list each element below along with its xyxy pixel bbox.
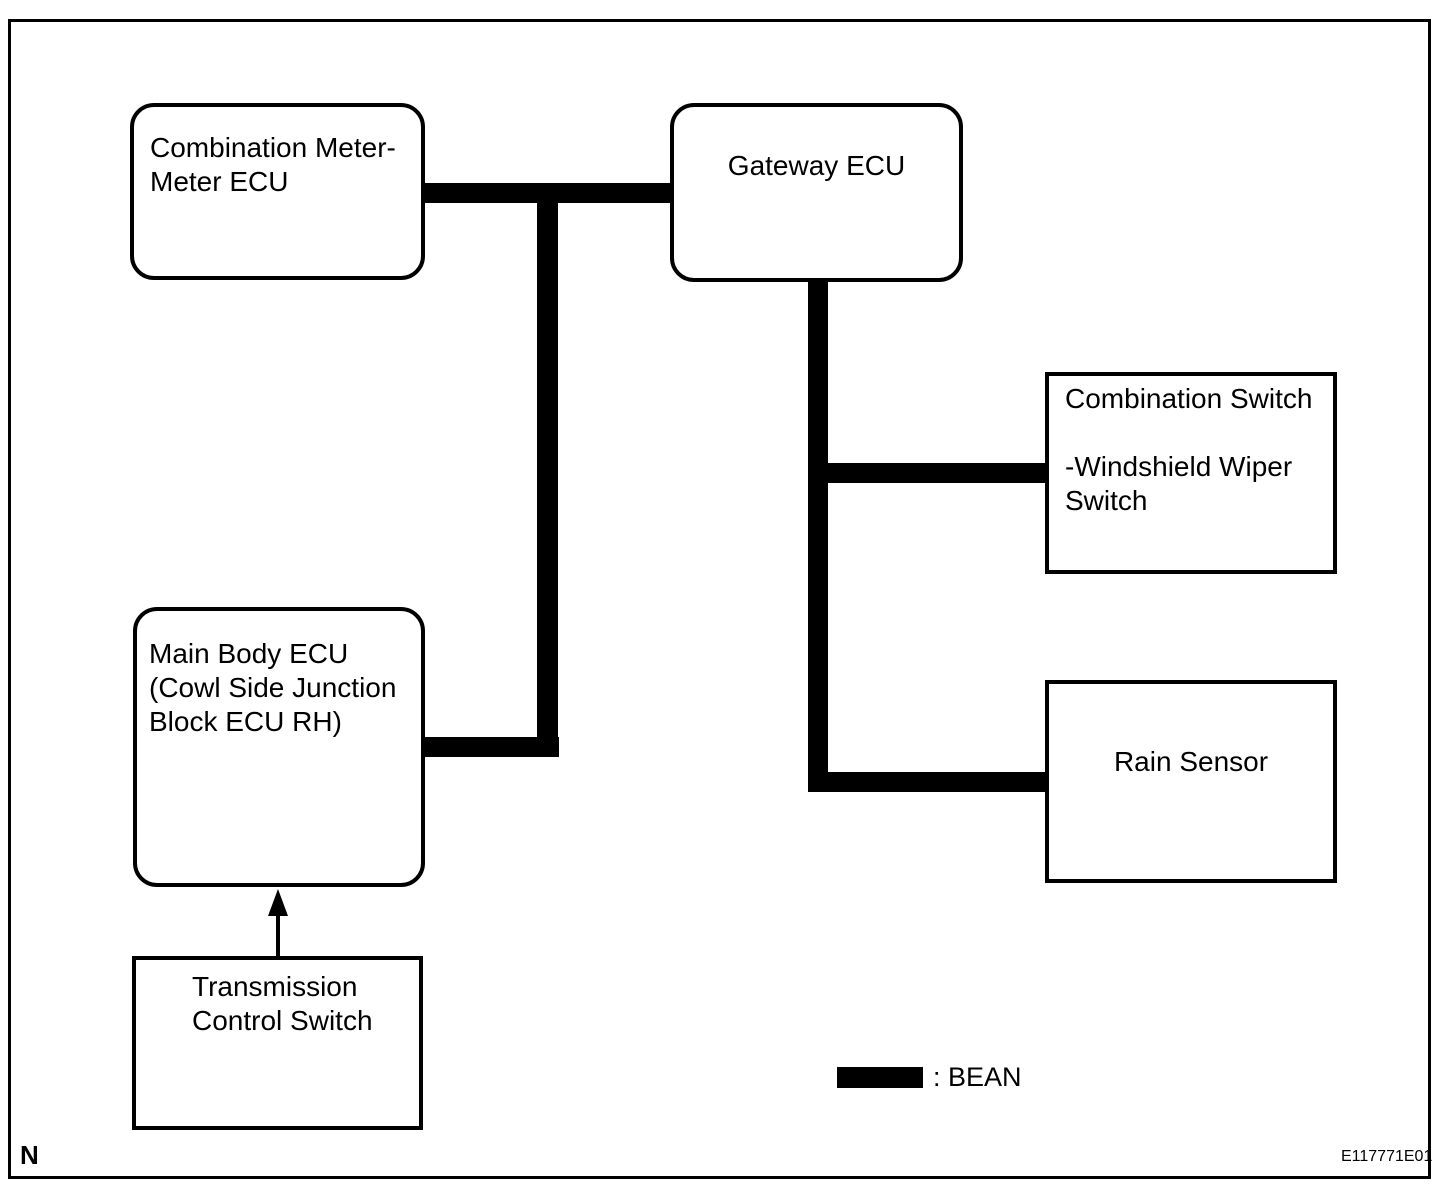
node-main-body-ecu: Main Body ECU (Cowl Side Junction Block … — [133, 607, 425, 887]
bean-bus-swatch-icon — [837, 1066, 923, 1088]
node-label: Transmission Control Switch — [192, 971, 373, 1036]
node-gateway-ecu: Gateway ECU — [670, 103, 963, 282]
node-label: Main Body ECU (Cowl Side Junction Block … — [149, 638, 397, 737]
corner-label-n: N — [20, 1140, 39, 1170]
node-combination-switch: Combination Switch -Windshield Wiper Swi… — [1045, 372, 1337, 574]
node-combination-meter-ecu: Combination Meter- Meter ECU — [130, 103, 425, 280]
bus-line-main-body-branch — [423, 737, 559, 757]
bus-line-rain-sensor-branch — [808, 772, 1047, 792]
figure-code: E117771E01 — [1341, 1148, 1433, 1165]
legend-label: : BEAN — [933, 1062, 1022, 1092]
node-label: Combination Switch -Windshield Wiper Swi… — [1065, 383, 1313, 516]
node-label: Rain Sensor — [1113, 746, 1269, 777]
bus-line-main-vertical — [537, 185, 558, 757]
node-transmission-control-switch: Transmission Control Switch — [132, 956, 423, 1130]
diagram-outer-border — [8, 19, 1431, 1179]
arrow-head-up-icon — [268, 889, 288, 916]
bus-line-combination-switch-branch — [808, 463, 1047, 483]
node-label: Combination Meter- Meter ECU — [150, 132, 396, 197]
node-label: Gateway ECU — [727, 150, 906, 181]
legend-bean: : BEAN — [837, 1062, 1022, 1092]
node-rain-sensor: Rain Sensor — [1045, 680, 1337, 883]
arrow-stem-transmission-to-main-body — [276, 912, 280, 958]
bus-line-gateway-vertical — [808, 280, 828, 792]
